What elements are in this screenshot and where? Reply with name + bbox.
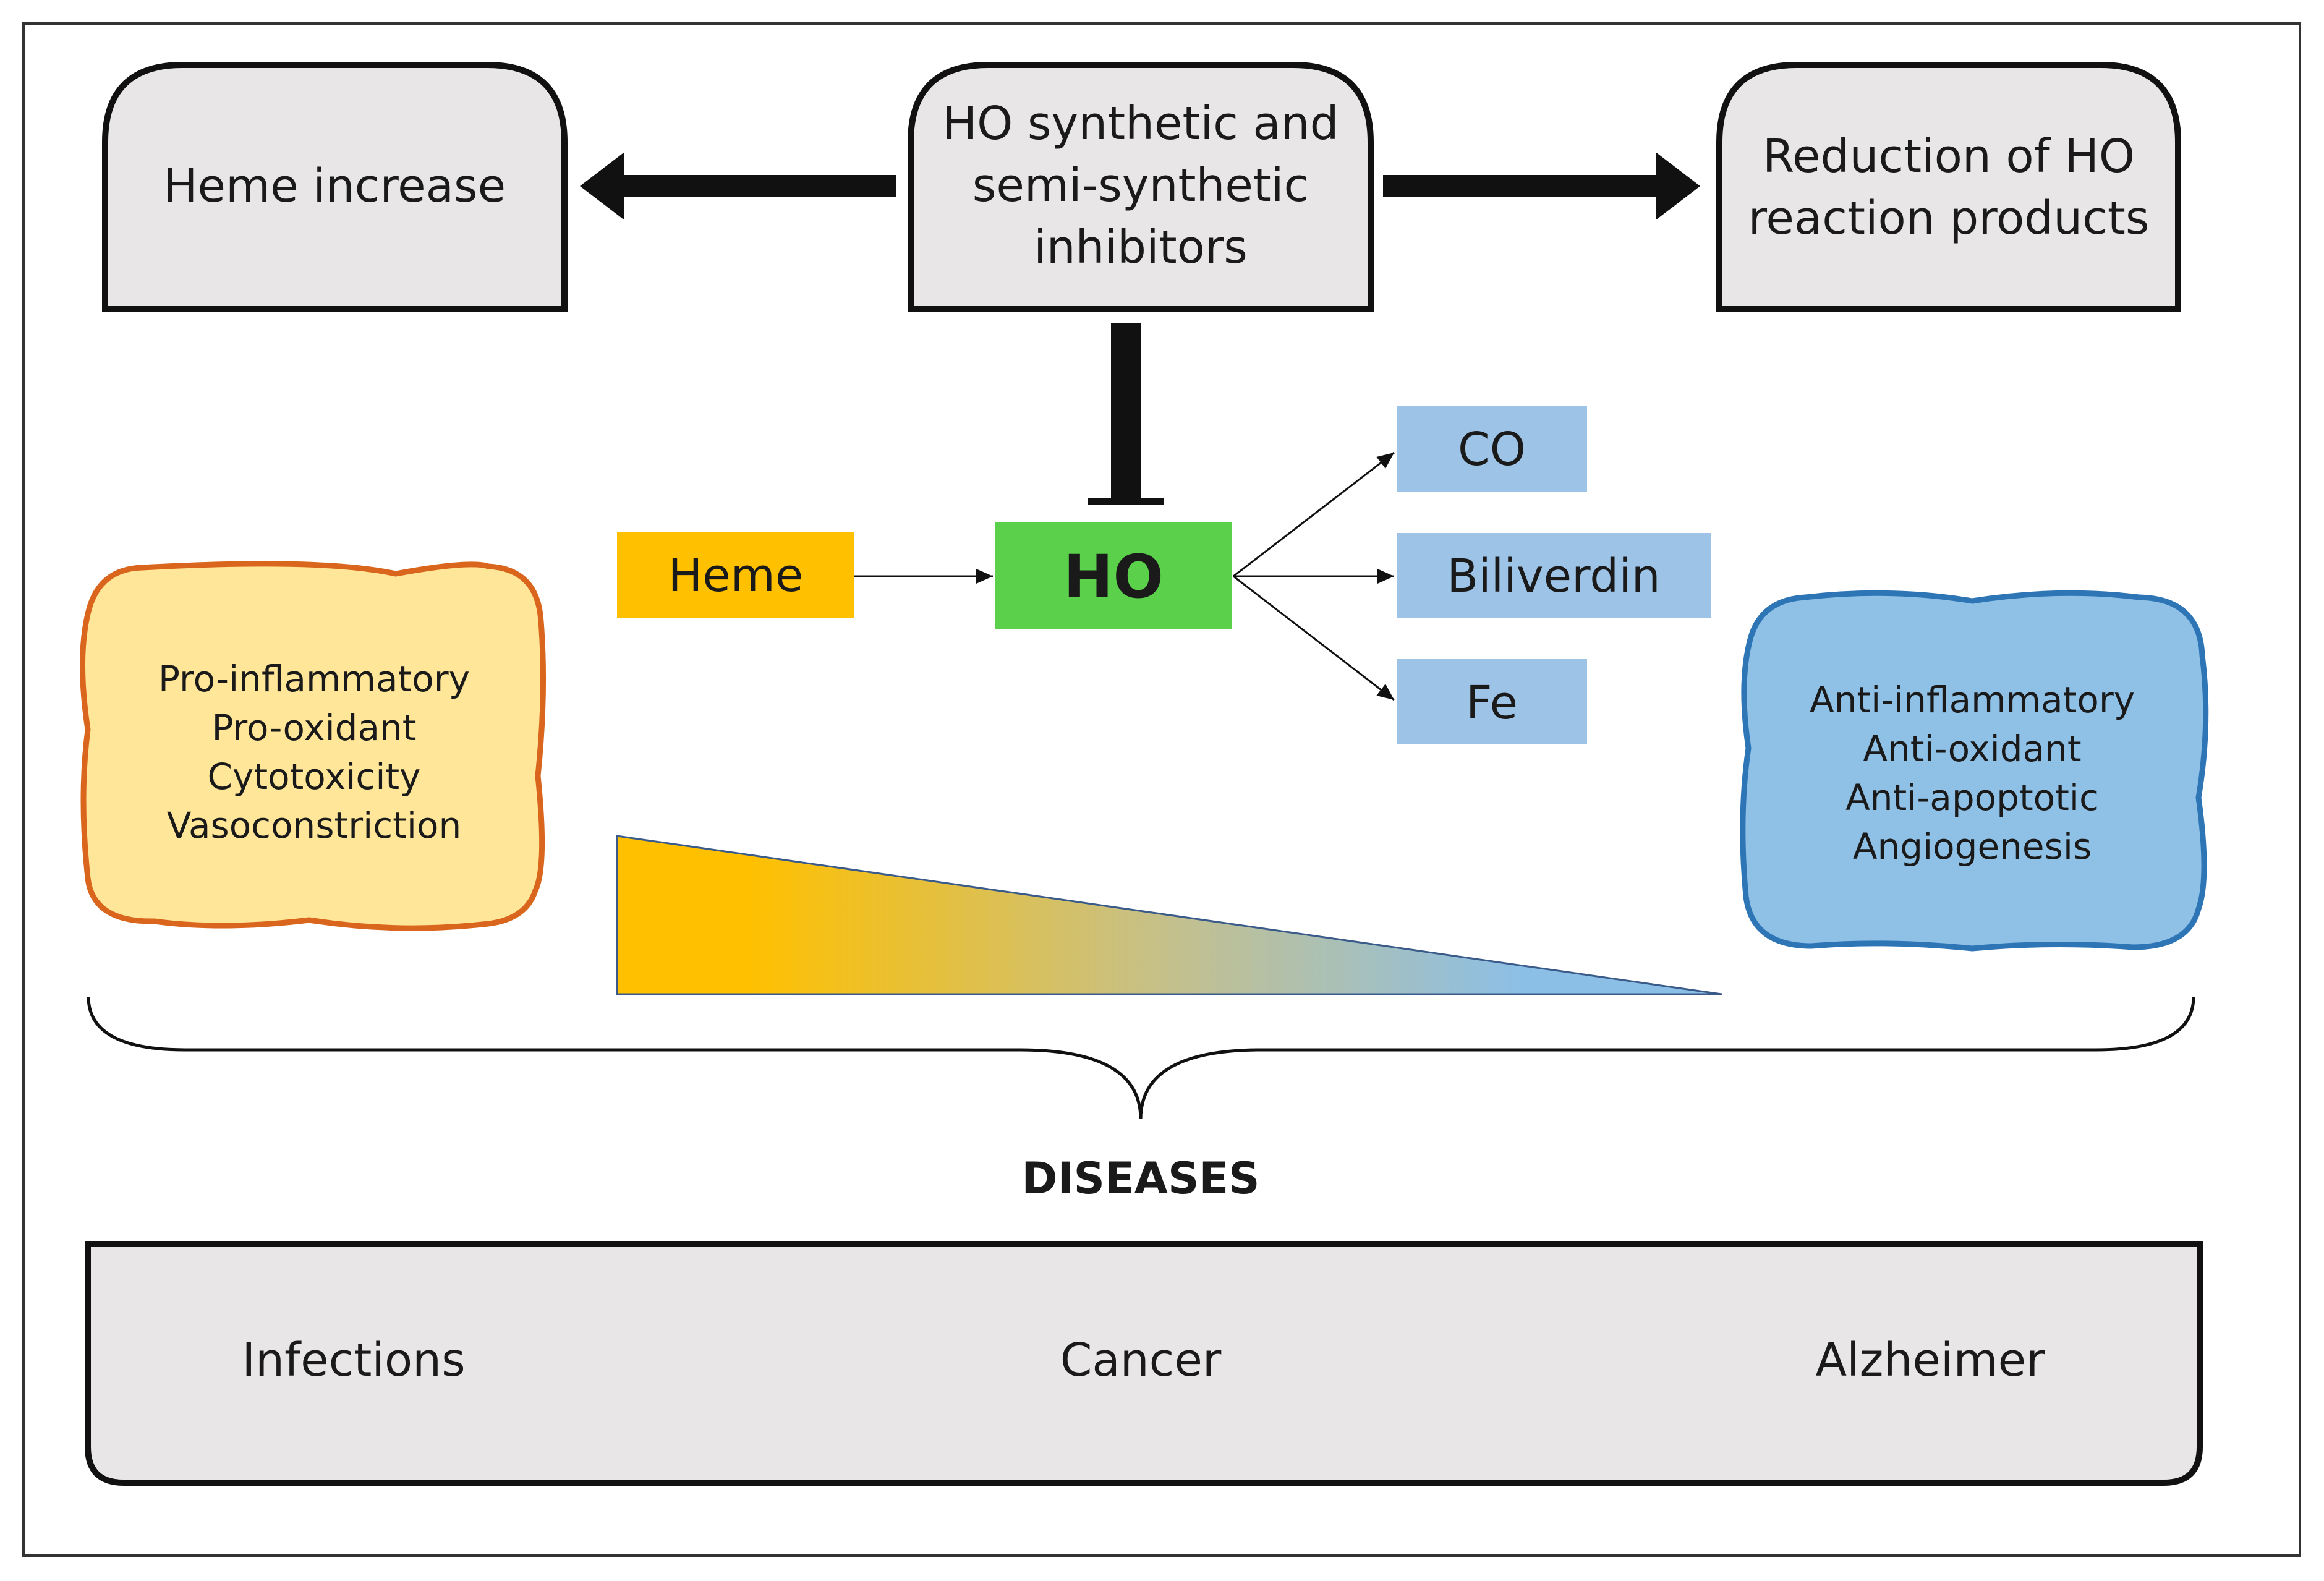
diseases-label: DISEASES	[1021, 1153, 1259, 1204]
co-box	[1397, 406, 1587, 492]
ho-label: HO	[1063, 542, 1164, 612]
diseases-box: Infections Cancer Alzheimer	[85, 1241, 2203, 1486]
biliverdin-box	[1397, 533, 1711, 618]
disease-infections: Infections	[242, 1334, 465, 1387]
co-label: CO	[1458, 423, 1526, 476]
fe-label: Fe	[1466, 676, 1518, 730]
harmful-effects-box: Pro-inflammatory Pro-oxidant Cytotoxicit…	[79, 561, 547, 931]
inhibition-bar	[1088, 323, 1164, 505]
reduction-line-1: Reduction of HO	[1763, 130, 2135, 183]
gradient-wedge	[616, 835, 1722, 995]
protective-line-2: Anti-oxidant	[1863, 728, 2081, 770]
inhibitors-line-2: semi-synthetic	[973, 159, 1309, 212]
protective-line-3: Anti-apoptotic	[1845, 777, 2099, 819]
heme-increase-label: Heme increase	[163, 160, 506, 213]
ho-box	[995, 522, 1232, 629]
biliverdin-label: Biliverdin	[1447, 550, 1660, 603]
disease-alzheimer: Alzheimer	[1815, 1334, 2045, 1387]
harmful-line-3: Cytotoxicity	[208, 756, 421, 798]
arrow-to-reduction-products	[1383, 152, 1700, 220]
disease-cancer: Cancer	[1060, 1334, 1222, 1387]
reduction-line-2: reaction products	[1748, 192, 2150, 245]
ho-to-fe-arrow	[1233, 575, 1395, 701]
heme-box	[617, 532, 854, 618]
inhibitors-line-3: inhibitors	[1034, 221, 1248, 274]
harmful-line-1: Pro-inflammatory	[158, 658, 470, 700]
protective-line-1: Anti-inflammatory	[1810, 679, 2135, 721]
heme-increase-box: Heme increase	[102, 62, 568, 312]
harmful-line-4: Vasoconstriction	[167, 804, 461, 846]
ho-inhibitors-box: HO synthetic and semi-synthetic inhibito…	[908, 62, 1374, 312]
reduction-products-box: Reduction of HO reaction products	[1716, 62, 2181, 312]
heme-label: Heme	[668, 549, 804, 602]
ho-to-co-arrow	[1233, 451, 1395, 577]
arrow-to-heme-increase	[580, 152, 896, 220]
curly-brace	[87, 996, 2195, 1120]
fe-box	[1397, 659, 1587, 744]
harmful-line-2: Pro-oxidant	[211, 707, 416, 749]
inhibitors-line-1: HO synthetic and	[942, 97, 1339, 150]
outer-frame	[22, 22, 2301, 1557]
protective-effects-box: Anti-inflammatory Anti-oxidant Anti-apop…	[1740, 590, 2209, 952]
protective-line-4: Angiogenesis	[1853, 825, 2092, 867]
